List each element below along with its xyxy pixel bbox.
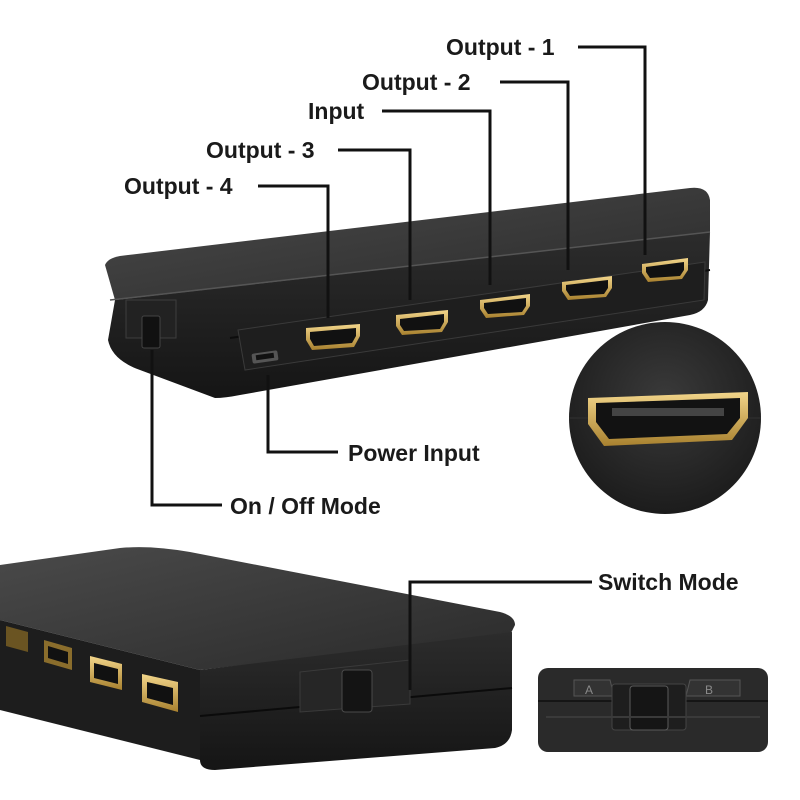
ab-switch: [341, 669, 373, 713]
label-on-off-mode: On / Off Mode: [230, 493, 381, 519]
switch-label-a: A: [585, 683, 594, 697]
ab-switch-zoom-inset: [538, 668, 768, 752]
hdmi-port-output-4: [306, 324, 360, 350]
switch-label-b: B: [705, 683, 714, 697]
on-off-switch: [141, 315, 161, 349]
label-power-input: Power Input: [348, 440, 480, 466]
hdmi-port-zoom-circle: [569, 322, 761, 514]
leader-line-switch: [408, 580, 592, 690]
hdmi-port-input: [480, 294, 530, 318]
label-switch-mode: Switch Mode: [598, 569, 739, 595]
hdmi-port-output-3: [396, 310, 448, 335]
label-output-1: Output - 1: [446, 34, 555, 60]
label-output-3: Output - 3: [206, 137, 315, 163]
micro-usb-power-port: [251, 350, 279, 364]
hdmi-splitter-side-view: [0, 547, 515, 770]
hdmi-port-output-1: [642, 258, 688, 282]
label-output-4: Output - 4: [124, 173, 233, 199]
label-output-2: Output - 2: [362, 69, 471, 95]
hdmi-port-output-2: [562, 276, 612, 300]
leader-lines-top: [150, 45, 647, 507]
label-input: Input: [308, 98, 365, 124]
